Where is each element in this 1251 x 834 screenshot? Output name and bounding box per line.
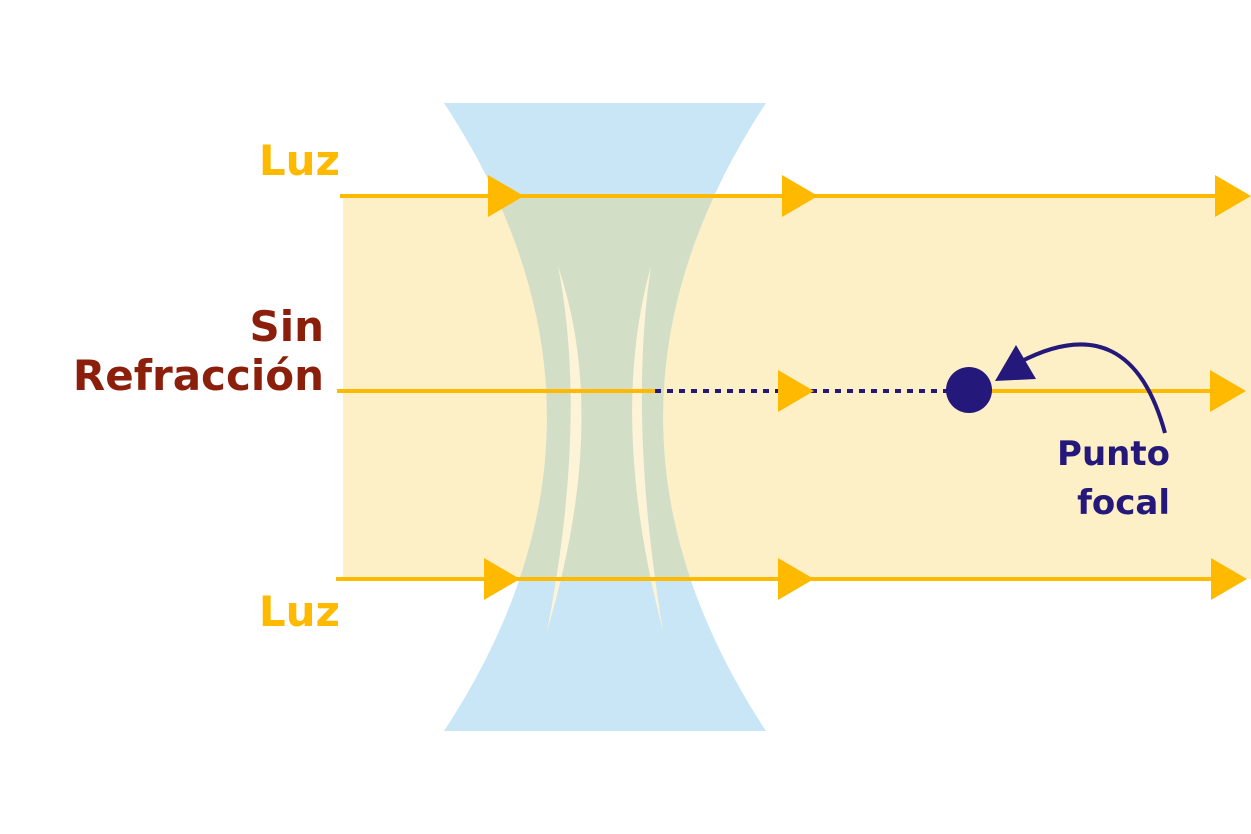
focal-pointer-curve (1019, 342, 1167, 434)
lens-highlight-left (547, 266, 582, 631)
arrow-head (1215, 175, 1251, 217)
focal-pointer-arrowhead (995, 345, 1036, 381)
arrow-head (1210, 370, 1246, 412)
lens-band-overlap (495, 196, 715, 579)
arrow-head (484, 558, 520, 600)
lens-highlight-right (632, 266, 663, 631)
focal-point-dot (946, 367, 992, 413)
arrow-head (778, 370, 814, 412)
arrow-head (1211, 558, 1247, 600)
label-no-refraction-2: Refracción (73, 351, 324, 400)
label-light-bottom: Luz (259, 587, 340, 636)
arrow-head (778, 558, 814, 600)
label-focal-point-2: focal (1077, 483, 1170, 523)
arrow-head (782, 175, 818, 217)
arrow-head (488, 175, 524, 217)
label-light-top: Luz (259, 136, 340, 185)
label-no-refraction-1: Sin (249, 302, 324, 351)
label-focal-point-1: Punto (1057, 434, 1170, 474)
